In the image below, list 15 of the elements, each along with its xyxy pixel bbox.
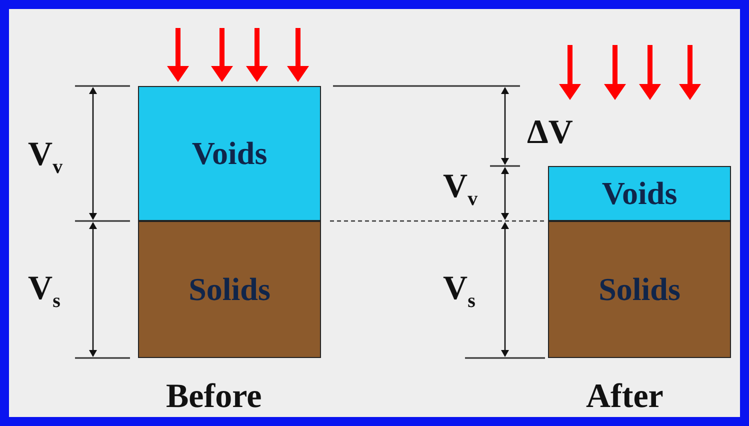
volume-symbol: V$_{s}$ (28, 272, 60, 311)
volume-symbol: V$_{v}$ (443, 170, 478, 209)
layer-label: Solids (188, 271, 270, 308)
layer-label: Solids (598, 271, 680, 308)
solids-layer (138, 221, 321, 358)
volume-symbol: V$_{s}$ (443, 272, 476, 311)
volume-change-symbol: ΔV (527, 116, 573, 150)
solids-layer (548, 221, 731, 358)
volume-symbol: V$_{v}$ (28, 138, 63, 177)
layer-label: Voids (192, 135, 268, 172)
layer-label: Voids (602, 175, 678, 212)
state-caption: Before (166, 380, 262, 414)
voids-layer (138, 86, 321, 221)
state-caption: After (586, 380, 664, 414)
voids-layer (548, 166, 731, 221)
